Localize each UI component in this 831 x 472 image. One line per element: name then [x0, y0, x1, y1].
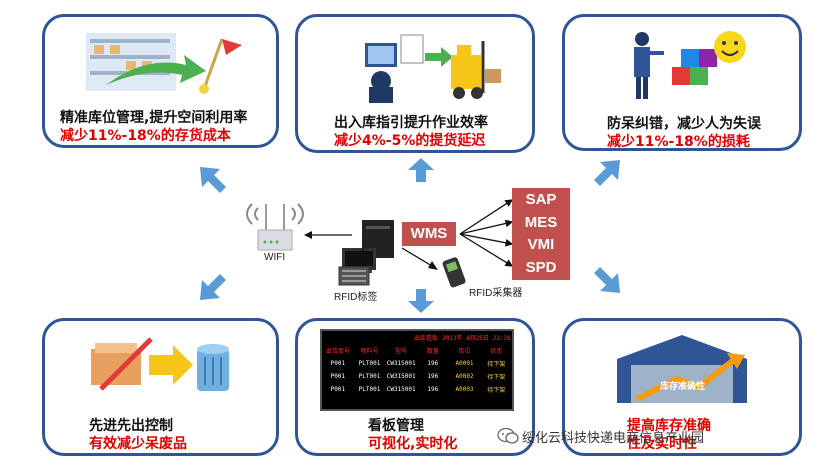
board-cell: A0001 [455, 360, 474, 367]
board-column-header: 数量 [426, 348, 439, 355]
board-cell: P001 [330, 373, 346, 380]
fifo-illustration [90, 337, 229, 391]
board-cell: PLT001 [358, 373, 381, 380]
arrow-down-left-icon [200, 274, 226, 300]
board-cell: PLT001 [358, 360, 381, 367]
arrow-to-wifi [304, 231, 352, 239]
card-error-proofing: 防呆纠错，减少人为失误 减少11%-18%的损耗 [562, 14, 802, 151]
board-column-row: 出货单号 物料号 型号 数量 库位 状态 [322, 344, 512, 357]
board-cell: P001 [330, 386, 346, 393]
rfid-reader-label: RFID采集器 [469, 288, 523, 299]
board-column-header: 出货单号 [325, 348, 350, 355]
board-column-header: 状态 [490, 348, 503, 355]
system-vmi-label: VMI [512, 233, 570, 257]
arrow-up-right-icon [594, 160, 620, 186]
board-data-row: P001 PLT001 CW315001 196 A0001 待下架 [322, 357, 512, 370]
card-subtitle: 减少4%-5%的提货延迟 [334, 133, 486, 149]
arrow-down-right-icon [594, 267, 620, 293]
board-cell: CW315001 [386, 373, 416, 380]
system-spd-label: SPD [512, 256, 570, 280]
card-inbound-outbound: 出入库指引提升作业效率 减少4%-5%的提货延迟 [295, 14, 535, 153]
board-data-row: P001 PLT001 CW315001 196 A0003 待下架 [322, 383, 512, 396]
card-title: 看板管理 [368, 418, 424, 434]
card-subtitle: 减少11%-18%的存货成本 [60, 128, 231, 144]
watermark-text: 绥化云科技快递电商信息产业园 [522, 431, 705, 446]
board-cell: A0002 [455, 373, 474, 380]
card-subtitle: 性及实时性 [627, 436, 697, 452]
card-title: 精准库位管理,提升空间利用率 [60, 110, 248, 126]
card-kanban-board: 出库看板 2013年 4月25日 22:38 出货单号 物料号 型号 数量 库位… [295, 318, 535, 456]
warehouse-shelf-illustration [85, 33, 242, 94]
card-title: 出入库指引提升作业效率 [334, 115, 488, 131]
arrow-up-left-icon [200, 167, 226, 193]
wechat-icon [497, 427, 519, 444]
rfid-tag-icon [338, 266, 370, 286]
board-header-row: 出库看板 2013年 4月25日 22:38 [322, 331, 512, 344]
forklift-illustration [365, 34, 501, 103]
wifi-label: WIFI [264, 252, 286, 263]
kanban-display: 出库看板 2013年 4月25日 22:38 出货单号 物料号 型号 数量 库位… [320, 329, 514, 411]
board-cell: CW315001 [386, 360, 416, 367]
board-column-header: 库位 [458, 348, 471, 355]
board-header-cell: 2013年 4月25日 22:38 [442, 335, 511, 342]
board-header-cell: 出库看板 [413, 335, 438, 342]
card-title: 提高库存准确 [627, 418, 711, 434]
wms-label: WMS [402, 222, 456, 246]
board-cell: 待下架 [487, 361, 506, 368]
board-cell: 196 [427, 373, 439, 380]
board-column-header: 型号 [395, 348, 408, 355]
card-inventory-accuracy: 库存准确性 提高库存准确 性及实时性 [562, 318, 802, 456]
connection-lines [459, 199, 514, 267]
board-cell: CW315001 [386, 386, 416, 393]
arrow-to-rfid-tag [352, 247, 365, 267]
rfid-reader-icon [442, 257, 466, 288]
arrow-down-icon [408, 289, 434, 313]
warehouse-sign: 库存准确性 [660, 382, 706, 392]
board-column-header: 物料号 [360, 348, 379, 355]
board-cell: P001 [330, 360, 346, 367]
rfid-tag-label: RFID标签 [334, 292, 378, 303]
card-subtitle: 减少11%-18%的损耗 [607, 134, 750, 150]
board-cell: 196 [427, 386, 439, 393]
card-subtitle: 可视化,实时化 [368, 436, 458, 452]
card-fifo-control: 先进先出控制 有效减少呆废品 [42, 318, 279, 456]
card-title: 防呆纠错，减少人为失误 [607, 116, 761, 132]
smiley-cubes-illustration [634, 31, 746, 99]
system-mes-label: MES [512, 211, 570, 235]
board-cell: 待下架 [487, 387, 506, 394]
board-cell: A0003 [455, 386, 474, 393]
card-title: 先进先出控制 [89, 418, 173, 434]
board-cell: PLT001 [358, 386, 381, 393]
warehouse-building-illustration [617, 335, 747, 403]
arrow-up-icon [408, 158, 434, 182]
card-subtitle: 有效减少呆废品 [89, 436, 187, 452]
board-cell: 196 [427, 360, 439, 367]
system-sap-label: SAP [512, 188, 570, 212]
board-data-row: P001 PLT001 CW315001 196 A0002 待下架 [322, 370, 512, 383]
board-cell: 待下架 [487, 374, 506, 381]
wifi-router-icon [246, 203, 304, 251]
card-location-management: 精准库位管理,提升空间利用率 减少11%-18%的存货成本 [42, 14, 279, 148]
arrow-to-rfid-reader [401, 247, 438, 270]
